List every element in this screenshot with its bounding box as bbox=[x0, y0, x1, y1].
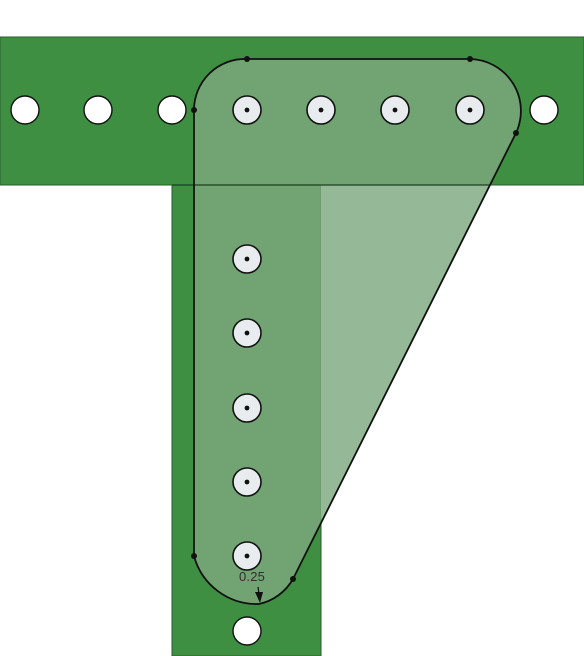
sketch-vertex[interactable] bbox=[191, 107, 197, 113]
hole-center-point bbox=[244, 405, 250, 411]
hole-center-point bbox=[467, 107, 473, 113]
sketch-vertex[interactable] bbox=[467, 56, 473, 62]
hole-center-point bbox=[392, 107, 398, 113]
plate-hole[interactable] bbox=[306, 95, 336, 125]
radius-dimension-label[interactable]: 0.25 bbox=[239, 569, 266, 584]
bar-hole[interactable] bbox=[10, 95, 40, 125]
bar-hole[interactable] bbox=[232, 616, 262, 646]
sketch-vertex[interactable] bbox=[244, 56, 250, 62]
hole-center-point bbox=[244, 330, 250, 336]
hole-center-point bbox=[244, 256, 250, 262]
plate-hole[interactable] bbox=[232, 318, 262, 348]
sketch-vertex[interactable] bbox=[191, 553, 197, 559]
plate-hole[interactable] bbox=[232, 541, 262, 571]
plate-hole[interactable] bbox=[455, 95, 485, 125]
plate-outline[interactable] bbox=[193, 58, 522, 605]
bar-hole[interactable] bbox=[83, 95, 113, 125]
bar-hole[interactable] bbox=[157, 95, 187, 125]
hole-center-point bbox=[244, 107, 250, 113]
plate-hole[interactable] bbox=[232, 95, 262, 125]
sketch-vertex[interactable] bbox=[513, 130, 519, 136]
sketch-vertex[interactable] bbox=[290, 576, 296, 582]
plate-hole[interactable] bbox=[232, 393, 262, 423]
bar-hole[interactable] bbox=[529, 95, 559, 125]
plate-hole[interactable] bbox=[232, 244, 262, 274]
plate-hole[interactable] bbox=[380, 95, 410, 125]
hole-center-point bbox=[318, 107, 324, 113]
dimension-arrow-icon bbox=[255, 592, 263, 603]
hole-center-point bbox=[244, 479, 250, 485]
hole-center-point bbox=[244, 553, 250, 559]
plate-hole[interactable] bbox=[232, 467, 262, 497]
plate-region[interactable] bbox=[193, 58, 521, 605]
